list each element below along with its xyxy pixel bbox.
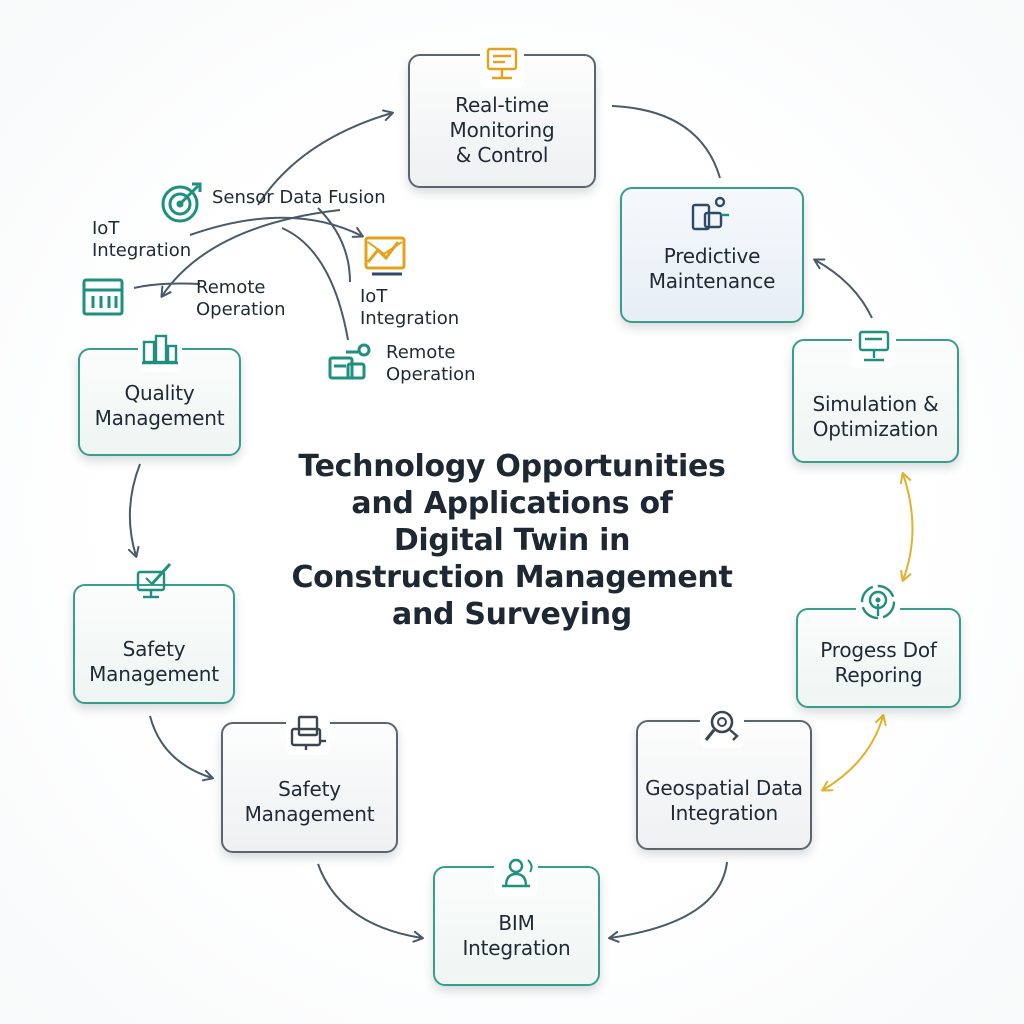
document-screen-icon [286, 711, 330, 755]
diagram-title: Technology Opportunities and Application… [291, 449, 733, 632]
node-label: Quality Management [94, 381, 225, 430]
arrow-fusion-to-iot-right [317, 207, 351, 283]
arrow-progress-geospatial [821, 714, 887, 792]
dashboard-monitor-icon [480, 44, 524, 88]
label-remote-operation-right: Remote Operation [386, 342, 476, 385]
node-progress-reporting[interactable]: Progess Dof Reporing [796, 608, 961, 708]
label-remote-operation-left: Remote Operation [196, 277, 286, 320]
signal-target-icon [856, 580, 900, 624]
arrow-remote-left-link [133, 282, 201, 289]
node-safety-management-left[interactable]: Safety Management [73, 584, 235, 704]
node-realtime-monitoring[interactable]: Real-time Monitoring & Control [408, 54, 596, 188]
arrow-quality-to-safety-left [127, 463, 141, 558]
arrow-simulation-to-predictive [813, 258, 873, 319]
building-chart-icon [138, 328, 182, 372]
arrow-simulation-progress [899, 472, 914, 582]
node-label: Simulation & Optimization [812, 392, 939, 441]
arrow-geospatial-to-bim [608, 861, 728, 943]
network-devices-icon [326, 340, 374, 388]
workstation-icon [852, 324, 896, 368]
target-icon [158, 178, 206, 226]
label-sensor-data-fusion: Sensor Data Fusion [212, 187, 386, 208]
label-iot-integration-right: IoT Integration [360, 286, 460, 329]
node-label: Predictive Maintenance [648, 244, 776, 293]
worker-icon [494, 852, 538, 896]
monitor-pen-icon [132, 558, 176, 602]
node-label: Safety Management [89, 637, 219, 686]
arrow-fusion-to-remote-right [281, 227, 349, 341]
server-rack-icon [80, 274, 128, 322]
label-iot-integration-left: IoT Integration [92, 218, 192, 261]
magnifier-icon [700, 704, 744, 748]
node-label: Progess Dof Reporing [820, 638, 937, 687]
chart-envelope-icon [362, 232, 410, 280]
node-label: Real-time Monitoring & Control [449, 92, 555, 167]
node-label: Safety Management [244, 776, 375, 826]
arrow-fusion-to-iot-right-icon [189, 216, 364, 238]
arrow-safety-to-bim [317, 863, 424, 943]
arrow-safety-left-to-safety-lower [149, 715, 214, 782]
node-label: Geospatial Data Integration [645, 776, 803, 825]
maintenance-tools-icon [688, 193, 732, 237]
node-quality-management[interactable]: Quality Management [78, 348, 241, 456]
arrow-realtime-to-predictive [611, 105, 721, 179]
node-predictive-maintenance[interactable]: Predictive Maintenance [620, 187, 804, 323]
node-label: BIM Integration [462, 911, 571, 960]
